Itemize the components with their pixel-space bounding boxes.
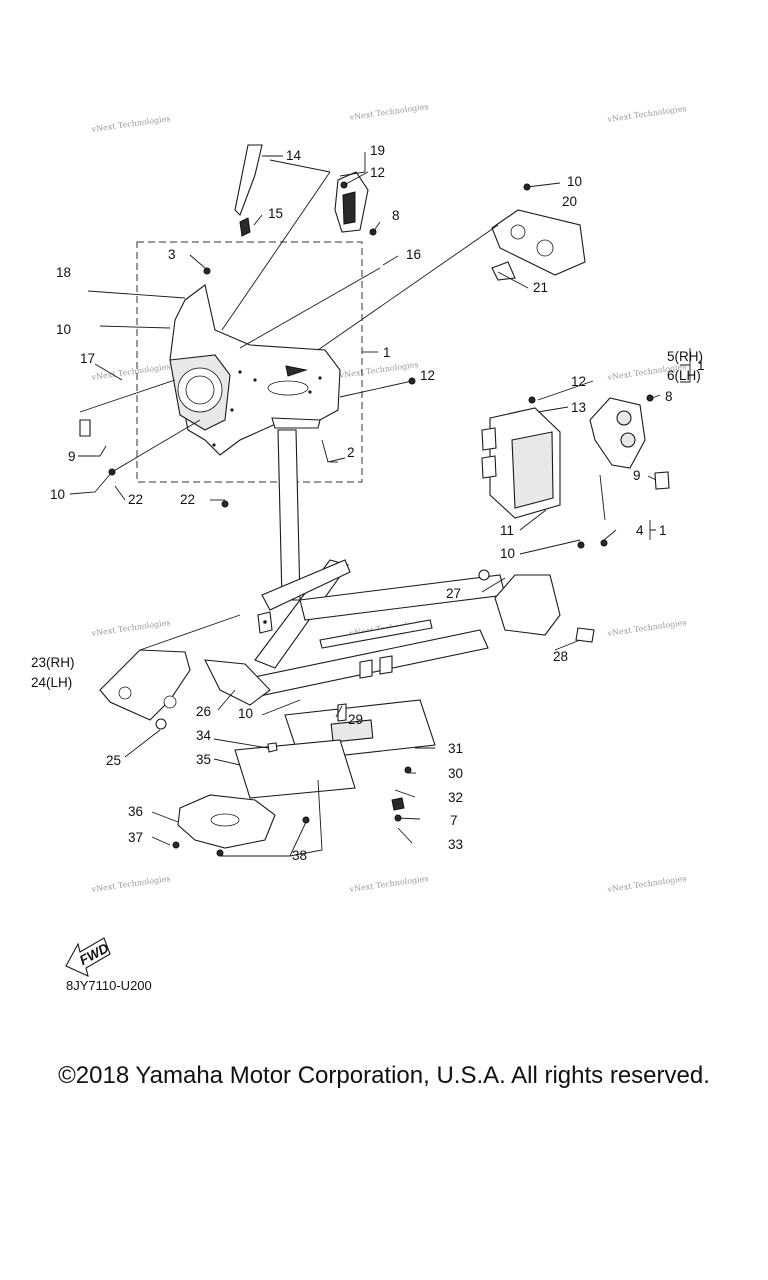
callout-13: 13	[571, 400, 586, 415]
callout-29: 29	[348, 712, 363, 727]
callout-8: 8	[392, 208, 400, 223]
rear-bracket	[478, 569, 595, 643]
callout-37: 37	[128, 830, 143, 845]
callout-12: 12	[571, 374, 586, 389]
watermark: vNext Technologies	[606, 874, 687, 894]
callout-20: 20	[562, 194, 577, 209]
support-bracket	[589, 397, 670, 490]
callout-8: 8	[665, 389, 673, 404]
copyright-notice: ©2018 Yamaha Motor Corporation, U.S.A. A…	[58, 1062, 710, 1089]
callout-19: 19	[370, 143, 385, 158]
callout-36: 36	[128, 804, 143, 819]
watermark: vNext Technologies	[606, 618, 687, 638]
callout-25: 25	[106, 753, 121, 768]
fasteners	[79, 181, 654, 857]
callout-26: 26	[196, 704, 211, 719]
watermark: vNext Technologies	[90, 362, 171, 382]
callout-14: 14	[286, 148, 302, 163]
watermark: vNext Technologies	[338, 360, 419, 380]
callout-16: 16	[406, 247, 421, 262]
callout-24: 24(LH)	[31, 675, 72, 690]
callout-4: 4	[636, 523, 644, 538]
callout-10: 10	[50, 487, 65, 502]
callout-10: 10	[56, 322, 71, 337]
callout-10: 10	[238, 706, 253, 721]
watermark: vNext Technologies	[348, 102, 429, 122]
assembly-box	[136, 241, 363, 483]
callout-38: 38	[292, 848, 307, 863]
callout-5: 5(RH)	[667, 349, 703, 364]
watermark: vNext Technologies	[348, 874, 429, 894]
callout-35: 35	[196, 752, 211, 767]
callout-32: 32	[448, 790, 463, 805]
callout-27: 27	[446, 586, 461, 601]
callout-7: 7	[450, 813, 458, 828]
callout-17: 17	[80, 351, 95, 366]
watermark: vNext Technologies	[606, 104, 687, 124]
callout-9: 9	[68, 449, 76, 464]
callout-12: 12	[370, 165, 385, 180]
callout-3: 3	[168, 247, 176, 262]
leader-lines	[69, 152, 691, 857]
center-tube	[277, 429, 301, 601]
watermark: vNext Technologies	[90, 618, 171, 638]
watermark: vNext Technologies	[90, 114, 171, 134]
callout-10: 10	[500, 546, 515, 561]
callout-22: 22	[128, 492, 143, 507]
front-panel-assembly	[169, 284, 341, 456]
callout-31: 31	[448, 741, 463, 756]
hinge-bracket	[99, 649, 191, 730]
callout-1: 1	[659, 523, 667, 538]
callout-18: 18	[56, 265, 71, 280]
side-panel	[234, 144, 263, 216]
ecu-box	[481, 407, 561, 519]
watermark: vNext Technologies	[90, 874, 171, 894]
callout-10: 10	[567, 174, 582, 189]
callout-15: 15	[268, 206, 283, 221]
callout-11: 11	[500, 523, 514, 538]
top-plate	[491, 209, 586, 281]
fwd-arrow: FWD	[65, 937, 111, 977]
callout-9: 9	[633, 468, 641, 483]
callout-1: 1	[697, 358, 705, 373]
callout-12: 12	[420, 368, 435, 383]
callouts: 14 19 12 10 15 8 20 3 16 18 21 10 1 5(RH…	[31, 143, 705, 863]
callout-34: 34	[196, 728, 212, 743]
callout-21: 21	[533, 280, 548, 295]
callout-33: 33	[448, 837, 463, 852]
callout-30: 30	[448, 766, 463, 781]
callout-23: 23(RH)	[31, 655, 75, 670]
clip	[239, 217, 251, 237]
callout-2: 2	[347, 445, 355, 460]
callout-22: 22	[180, 492, 195, 507]
callout-6: 6(LH)	[667, 368, 701, 383]
guard-plate	[234, 739, 356, 799]
diagram-code: 8JY7110-U200	[66, 978, 152, 993]
lower-frame	[204, 559, 506, 706]
callout-1: 1	[383, 345, 391, 360]
callout-28: 28	[553, 649, 568, 664]
